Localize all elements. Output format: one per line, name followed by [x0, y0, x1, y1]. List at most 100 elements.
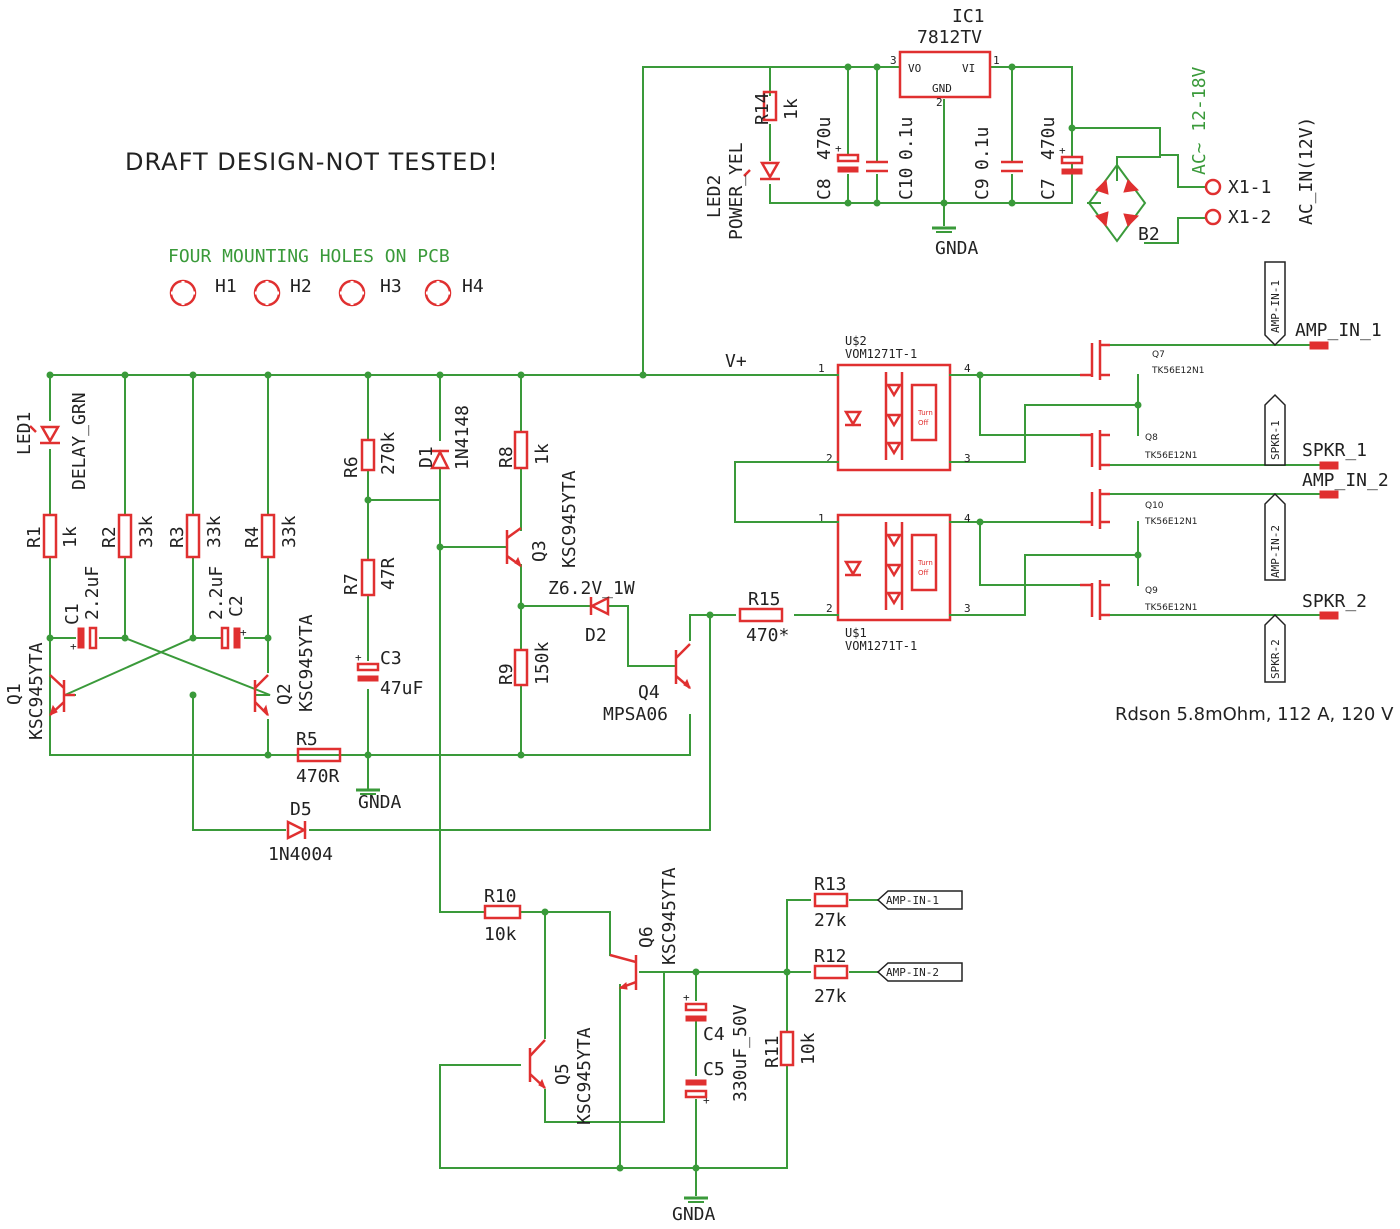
turn-label: Turn — [917, 409, 933, 417]
mosfet-q7: Q7 TK56E12N1 — [1080, 340, 1204, 380]
c5-value: 330uF_50V — [730, 1004, 751, 1102]
diode-d5: D5 1N4004 — [268, 799, 333, 865]
resistor-r2: R2 33k — [99, 513, 157, 559]
c9-value: 0.1u — [972, 127, 993, 170]
ac-range-label: AC~ 12-18V — [1189, 66, 1210, 175]
capacitor-c10: C10 0.1u — [866, 117, 917, 200]
bridge-rectifier-b2: B2 — [1087, 163, 1160, 245]
transistor-q4: Q4 MPSA06 — [603, 643, 691, 725]
ground-symbol: GNDA — [356, 788, 402, 813]
port-spkr-1: SPKR_1 — [1302, 440, 1367, 461]
pin-num: 4 — [964, 512, 971, 525]
resistor-r8: R8 1k — [496, 430, 553, 470]
gnd-label: GNDA — [672, 1204, 716, 1225]
mosfet-q8: Q8 TK56E12N1 — [1080, 430, 1197, 470]
port-spkr-2: SPKR_2 — [1302, 591, 1367, 612]
q3-ref: Q3 — [529, 540, 550, 562]
hole-label: H3 — [380, 276, 402, 297]
resistor-r13: R13 27k — [813, 874, 849, 931]
c9-ref: C9 — [972, 178, 993, 200]
ac-in-label: AC_IN(12V) — [1296, 117, 1317, 225]
polarity-plus: + — [70, 640, 77, 653]
capacitor-c1: + C1 2.2uF — [62, 566, 103, 653]
ic1-pin-num-1: 1 — [993, 54, 1000, 67]
capacitor-c4: + C4 — [683, 991, 725, 1045]
port-amp-in-2: AMP_IN_2 — [1302, 470, 1389, 491]
mounting-holes: H1 H2 H3 H4 — [169, 276, 484, 307]
r11-value: 10k — [798, 1032, 819, 1065]
r6-ref: R6 — [341, 456, 362, 478]
holes-note: FOUR MOUNTING HOLES ON PCB — [168, 246, 450, 267]
transistor-q1: Q1 KSC945YTA — [4, 642, 75, 740]
r9-value: 150k — [532, 641, 553, 685]
q5-value: KSC945YTA — [574, 1027, 595, 1125]
q9-ref: Q9 — [1145, 586, 1158, 596]
mosfet-q9: Q9 TK56E12N1 — [1080, 580, 1197, 620]
capacitor-c2: + 2.2uF C2 — [206, 566, 247, 650]
rdson-note: Rdson 5.8mOhm, 112 A, 120 V — [1115, 704, 1394, 725]
photomos-relay-u2: Turn Off U$2 VOM1271T-1 1 2 3 4 — [814, 334, 971, 472]
d5-ref: D5 — [290, 799, 312, 820]
resistor-r10: R10 10k — [483, 886, 522, 945]
resistor-r6: R6 270k — [341, 431, 399, 478]
flag-amp-in-2: AMP-IN-2 — [886, 966, 939, 979]
flag-amp-in-2: AMP-IN-2 — [1269, 525, 1282, 578]
regulator-ic1: IC1 7812TV VO VI GND 3 1 2 — [890, 6, 1000, 109]
q4-value: MPSA06 — [603, 704, 668, 725]
c1-value: 2.2uF — [82, 566, 103, 620]
q10-value: TK56E12N1 — [1144, 517, 1197, 527]
polarity-plus: + — [1059, 144, 1066, 157]
led-led2: LED2 POWER_YEL — [704, 142, 781, 240]
resistor-r7: R7 47R — [341, 557, 399, 597]
transistor-q2: Q2 KSC945YTA — [253, 614, 317, 717]
led2-ref: LED2 — [704, 175, 725, 218]
d1-ref: D1 — [416, 446, 437, 468]
resistor-r5: R5 470R — [296, 729, 342, 787]
ic1-pin-vi: VI — [962, 62, 975, 75]
r12-ref: R12 — [814, 946, 847, 967]
pin-num: 2 — [826, 602, 833, 615]
x1-1-label: X1-1 — [1228, 177, 1271, 198]
ic1-pin-num-3: 3 — [890, 54, 897, 67]
mounting-hole-h4: H4 — [424, 276, 484, 307]
q1-ref: Q1 — [4, 683, 25, 705]
c7-ref: C7 — [1038, 178, 1059, 200]
q2-ref: Q2 — [274, 683, 295, 705]
q1-value: KSC945YTA — [26, 642, 47, 740]
r1-ref: R1 — [24, 526, 45, 548]
pin-num: 2 — [826, 452, 833, 465]
r7-value: 47R — [378, 557, 399, 590]
c3-value: 47uF — [380, 678, 423, 699]
q7-ref: Q7 — [1152, 350, 1165, 360]
capacitor-c7: + C7 470u — [1038, 117, 1084, 200]
d1-value: 1N4148 — [452, 405, 473, 470]
resistor-r15: R15 470* — [738, 589, 789, 646]
vplus-label: V+ — [725, 351, 747, 372]
q4-ref: Q4 — [638, 682, 660, 703]
q2-value: KSC945YTA — [296, 614, 317, 712]
transistor-q5: Q5 KSC945YTA — [528, 1027, 595, 1125]
r15-ref: R15 — [748, 589, 781, 610]
q5-ref: Q5 — [552, 1063, 573, 1085]
c10-ref: C10 — [896, 167, 917, 200]
resistor-r4: R4 33k — [242, 513, 300, 559]
r15-value: 470* — [746, 625, 789, 646]
transistor-q3: Q3 KSC945YTA — [505, 470, 580, 568]
output-ports: AMP_IN_1 SPKR_1 AMP_IN_2 SPKR_2 — [1295, 320, 1389, 620]
d5-value: 1N4004 — [268, 844, 333, 865]
polarity-plus: + — [683, 991, 690, 1004]
flag-amp-in-1: AMP-IN-1 — [886, 894, 939, 907]
r1-value: 1k — [60, 526, 81, 548]
resistor-r9: R9 150k — [496, 641, 553, 687]
c5-ref: C5 — [703, 1059, 725, 1080]
hole-label: H2 — [290, 276, 312, 297]
r12-value: 27k — [814, 986, 847, 1007]
pin-num: 4 — [964, 362, 971, 375]
x1-2-label: X1-2 — [1228, 207, 1271, 228]
net-flags-horizontal: AMP-IN-1 AMP-IN-2 — [876, 890, 963, 982]
r4-value: 33k — [279, 515, 300, 548]
ic1-pin-num-2: 2 — [936, 96, 943, 109]
hole-label: H1 — [215, 276, 237, 297]
r14-value: 1k — [781, 98, 802, 120]
polarity-plus: + — [355, 651, 362, 664]
